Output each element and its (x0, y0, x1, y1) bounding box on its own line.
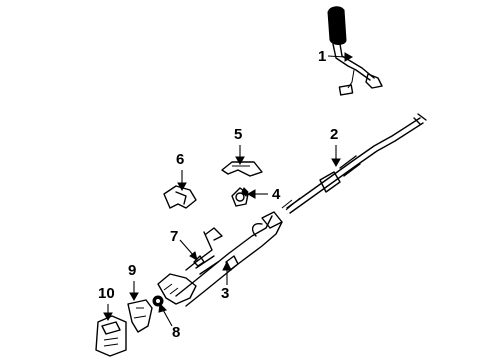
part-9-bracket (127, 299, 153, 333)
callout-9-label: 9 (128, 262, 136, 279)
callout-1: 1 (318, 48, 354, 65)
callout-2-label: 2 (330, 126, 338, 143)
callout-10: 10 (98, 285, 115, 322)
callout-3: 3 (221, 260, 232, 302)
callout-2: 2 (330, 126, 341, 168)
part-6-clamp (163, 185, 197, 209)
callout-4-label: 4 (272, 186, 281, 203)
part-3-steering-column (157, 211, 283, 307)
callout-10-label: 10 (98, 285, 115, 302)
callout-6: 6 (176, 151, 187, 192)
part-2-steering-shaft (281, 113, 427, 214)
callout-8-label: 8 (172, 324, 180, 341)
callout-7-label: 7 (170, 228, 178, 245)
part-1-shift-lever (327, 6, 383, 96)
callout-1-label: 1 (318, 48, 326, 65)
callout-5: 5 (234, 126, 245, 166)
callout-7: 7 (170, 228, 198, 262)
part-10-base-housing (95, 315, 127, 357)
part-5-bracket (221, 161, 263, 177)
callout-5-label: 5 (234, 126, 242, 143)
part-7-clip (193, 255, 205, 267)
callout-4: 4 (246, 186, 281, 203)
callout-9: 9 (128, 262, 139, 302)
callout-3-label: 3 (221, 285, 229, 302)
callout-6-label: 6 (176, 151, 184, 168)
callout-8: 8 (158, 302, 180, 341)
part-8-nut (152, 295, 164, 307)
part-4-bushing (231, 187, 249, 207)
